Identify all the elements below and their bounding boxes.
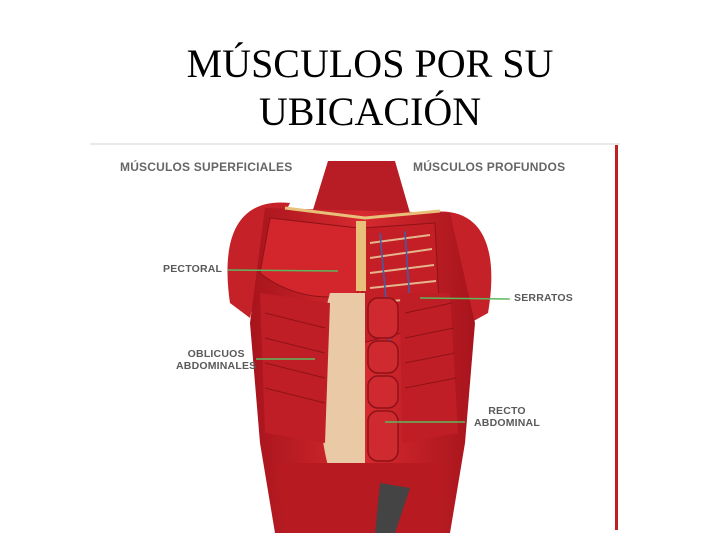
left-obliques <box>260 293 330 443</box>
figure-right-border <box>615 145 618 530</box>
pointer-pectoral <box>227 269 339 272</box>
right-serratus <box>400 293 458 443</box>
label-oblicuos: OBLICUOS ABDOMINALES <box>176 348 257 372</box>
hip-region <box>275 463 445 533</box>
label-pectoral: PECTORAL <box>163 263 223 275</box>
sternum <box>356 221 366 291</box>
header-superficial: MÚSCULOS SUPERFICIALES <box>120 160 293 174</box>
pelvic-shadow <box>375 483 410 533</box>
label-recto: RECTO ABDOMINAL <box>474 405 540 429</box>
anatomy-figure: MÚSCULOS SUPERFICIALES MÚSCULOS PROFUNDO… <box>90 143 620 533</box>
slide-title: MÚSCULOS POR SU UBICACIÓN <box>186 41 554 134</box>
abdominal-sheath <box>318 293 365 473</box>
neck-muscles <box>312 161 410 213</box>
torso-illustration <box>227 161 511 533</box>
header-deep: MÚSCULOS PROFUNDOS <box>413 160 566 174</box>
label-serratos: SERRATOS <box>514 292 573 304</box>
figure-top-border <box>90 143 620 145</box>
rectus-abdominis <box>367 297 399 462</box>
pointer-serratos <box>419 297 511 300</box>
clavicle <box>284 206 441 220</box>
